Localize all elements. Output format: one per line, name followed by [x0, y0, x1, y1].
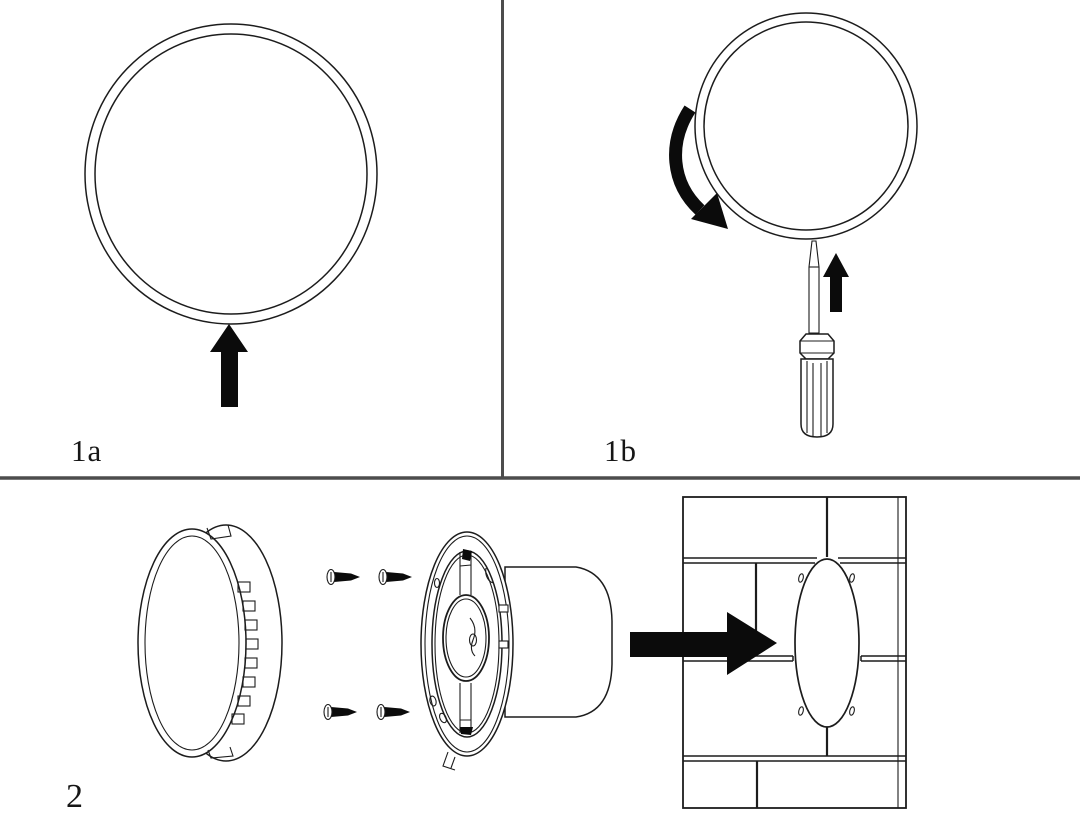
mortar-joints-vertical	[754, 497, 829, 808]
screw-icon	[323, 703, 357, 721]
step-label-1a: 1a	[71, 433, 103, 468]
drill-marks	[798, 573, 855, 716]
duct-tube-drawing	[504, 566, 613, 718]
fan-cover-drawing	[137, 524, 283, 762]
plate-cutout	[485, 567, 495, 584]
step-label-2: 2	[66, 778, 84, 815]
cover-vent-slots	[231, 581, 259, 725]
push-up-arrow-icon	[823, 253, 849, 312]
wall-hole	[794, 558, 860, 728]
cover-bottom-notch	[207, 746, 234, 759]
plate-side-tab	[498, 640, 509, 649]
screw-icon	[378, 568, 412, 586]
plate-center-detail	[469, 617, 476, 657]
wall-drawing	[682, 496, 907, 809]
step-label-1b: 1b	[604, 433, 637, 468]
plate-bottom-tabs	[442, 751, 456, 771]
panel-1b-drawing	[669, 12, 918, 438]
insert-right-arrow-icon	[630, 612, 777, 675]
plate-struts	[459, 552, 472, 733]
screw-icon	[326, 568, 360, 586]
push-up-arrow-icon	[210, 324, 248, 407]
screw-icon	[376, 703, 410, 721]
plate-top-clip	[462, 549, 472, 561]
panel-2-drawing	[137, 496, 907, 809]
screws-group	[323, 568, 412, 721]
plate-screw-hole	[429, 695, 437, 707]
plate-center-detail	[468, 633, 478, 647]
plate-side-tab	[498, 604, 509, 613]
plate-bottom-clip	[460, 727, 473, 735]
plate-screw-hole	[433, 577, 441, 589]
panel-1a-drawing	[84, 23, 378, 407]
trim-ring	[84, 23, 378, 325]
screwdriver-icon	[799, 240, 835, 438]
mounting-plate-drawing	[420, 531, 514, 771]
trim-ring	[694, 12, 918, 240]
cover-top-notch	[206, 524, 232, 540]
plate-screw-hole	[439, 712, 447, 724]
rotate-arrow-icon	[669, 105, 728, 229]
